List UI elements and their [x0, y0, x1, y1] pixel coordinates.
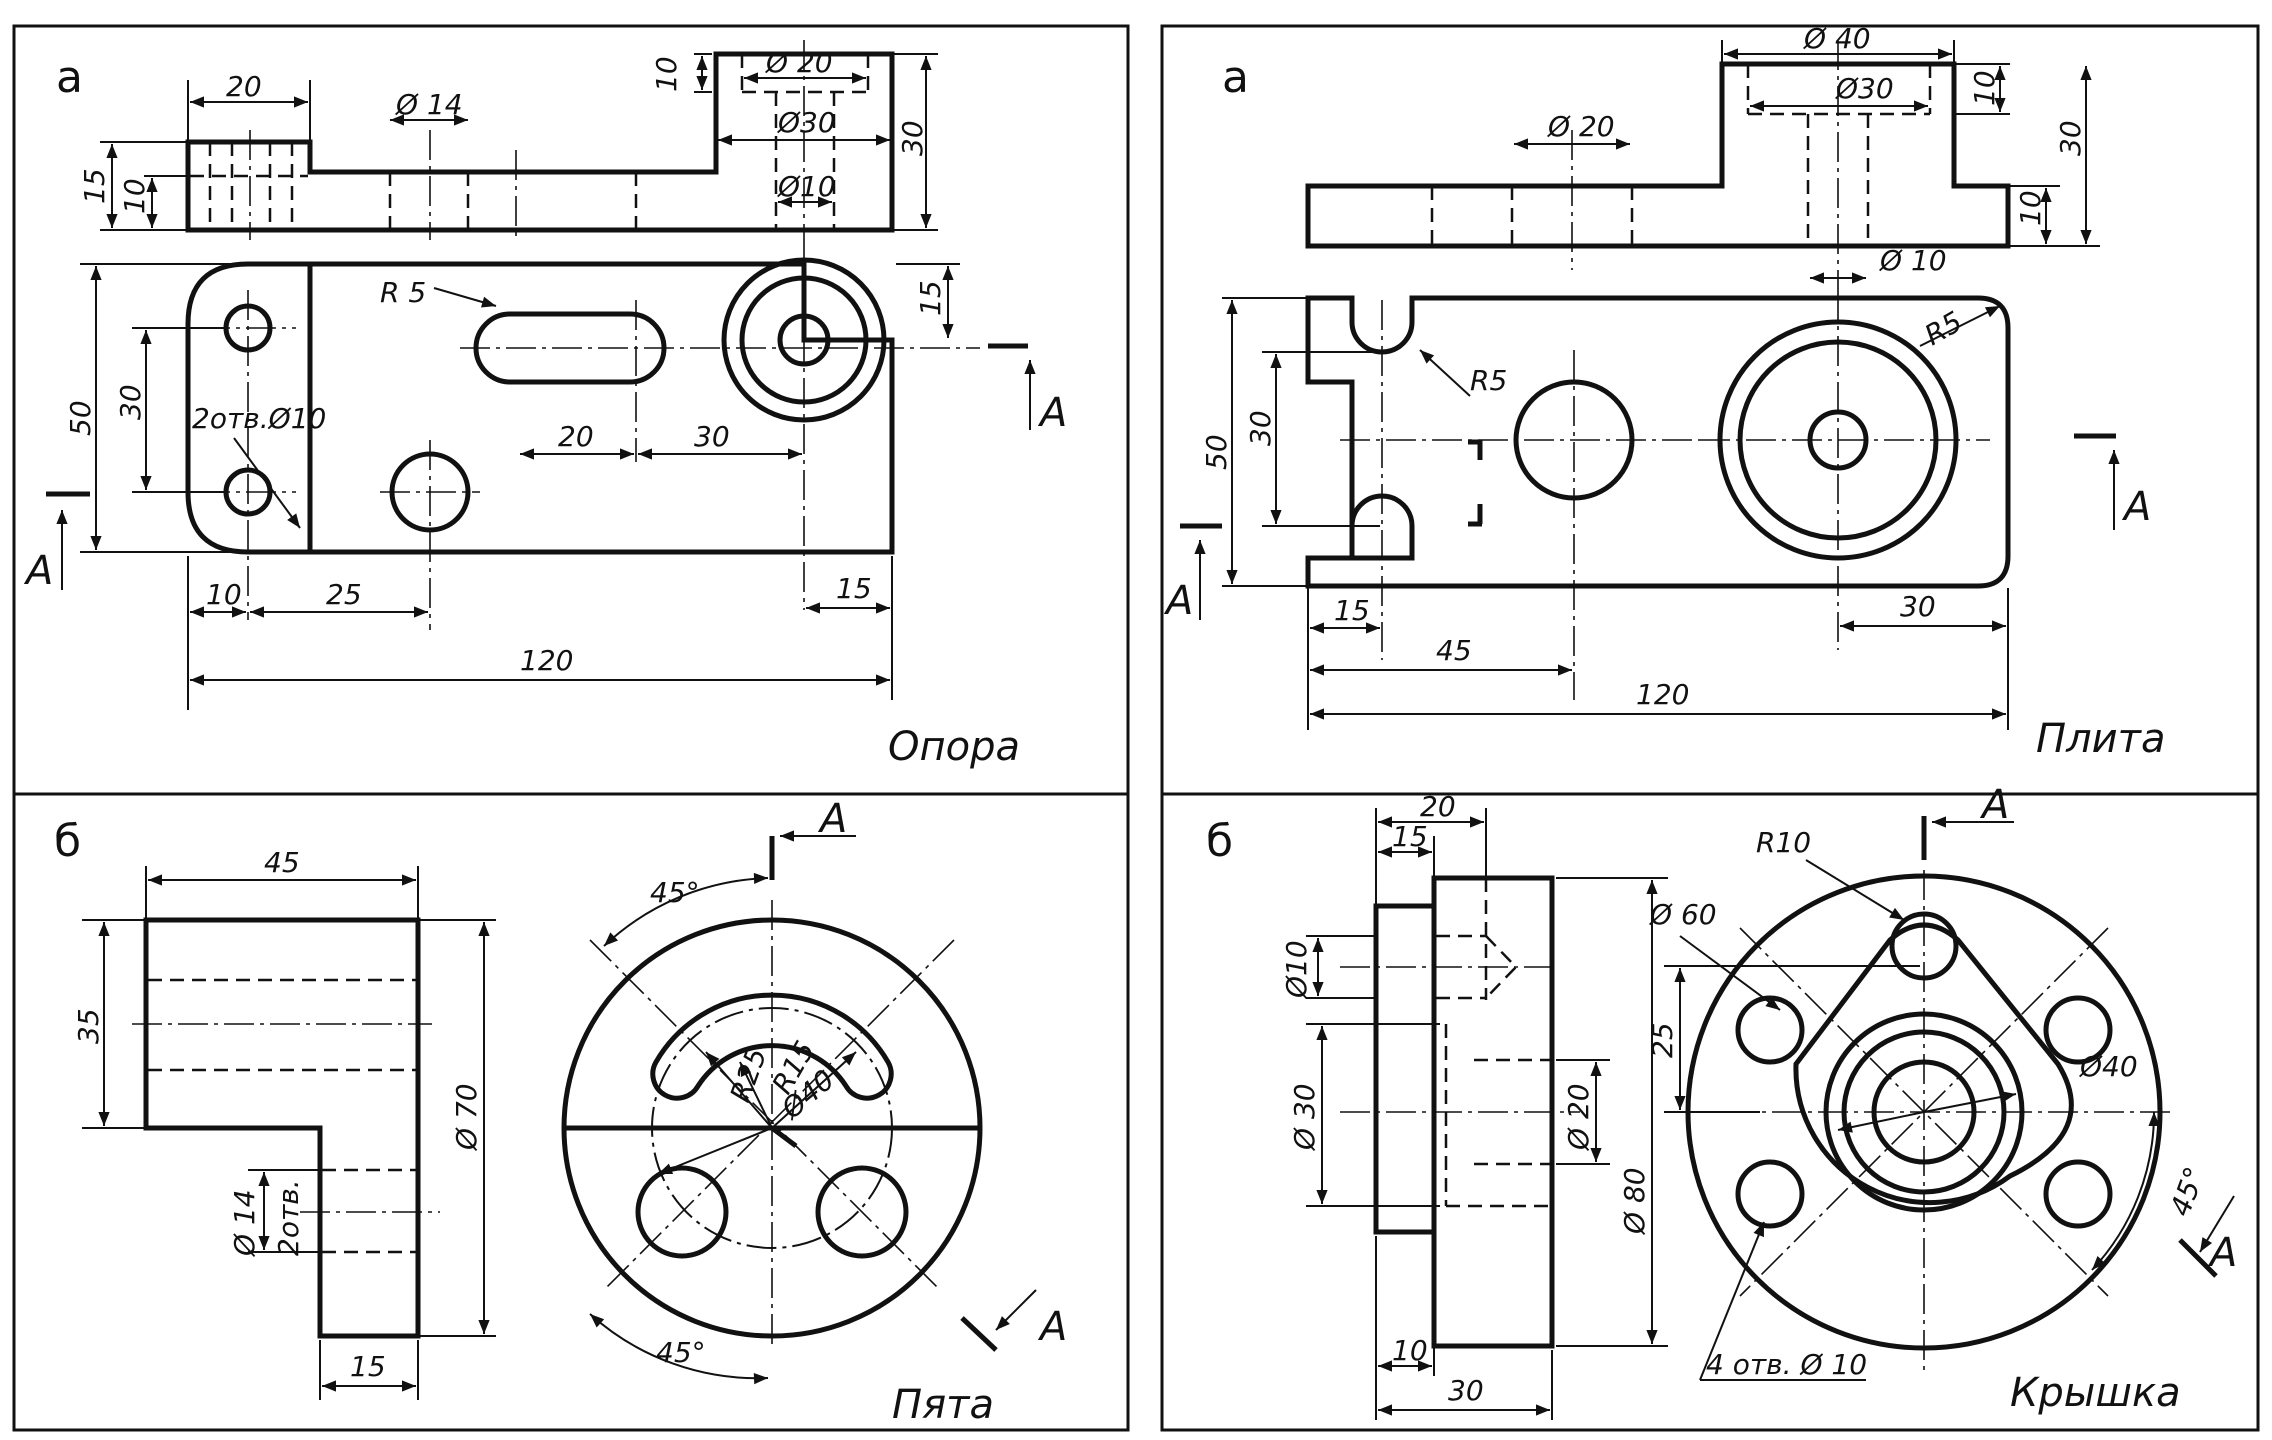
- dimension-label: 45°: [650, 876, 700, 909]
- panel-frame-bottom-left: [12, 792, 1130, 1432]
- dimension-label: 15: [1334, 594, 1370, 627]
- front-view-outline: [1305, 61, 2011, 249]
- dimension-label: Ø30: [1835, 72, 1894, 105]
- dimension-label: Ø10: [777, 170, 836, 203]
- arc-slot: [650, 992, 894, 1101]
- panel-plita: а Плита A A: [1163, 22, 2165, 762]
- dimension-label: 35: [72, 1008, 105, 1044]
- part-title: Опора: [888, 724, 1020, 770]
- dimension-label: 15: [1392, 820, 1428, 853]
- section-mark: [960, 1316, 998, 1352]
- dimension-label: 10: [2014, 190, 2047, 226]
- panel-opora: а Опора: [23, 40, 1067, 770]
- dimension-label: 30: [896, 120, 929, 156]
- dimension-label: 15: [914, 280, 947, 316]
- dimension-label: 30: [694, 420, 730, 453]
- dimension-label: 30: [2054, 120, 2087, 156]
- dimension-label: 15: [78, 168, 111, 204]
- front-view-outline: [1373, 875, 1555, 1349]
- dimension-label: 45°: [2164, 1162, 2212, 1220]
- dimension-label: Ø30: [777, 106, 836, 139]
- dimension-label: 15: [350, 1350, 386, 1383]
- dimension-label: Ø 14: [228, 1189, 261, 1257]
- part-title: Крышка: [2010, 1370, 2181, 1416]
- dimension-label: Ø 20: [1562, 1083, 1595, 1151]
- part-title: Пята: [892, 1382, 994, 1428]
- section-label: A: [1037, 390, 1067, 436]
- dimension-label: 2отв.Ø10: [192, 402, 326, 435]
- dimension-label: 10: [650, 56, 683, 92]
- panel-letter: а: [1222, 52, 1249, 103]
- dimension-label: R25: [724, 1043, 774, 1106]
- dimension-label: 120: [1636, 678, 1689, 711]
- section-label: A: [1163, 578, 1193, 624]
- dimension-label: Ø10: [1280, 940, 1313, 999]
- dimension-label: 30: [1900, 590, 1936, 623]
- dimension-label: 2отв.: [272, 1179, 305, 1256]
- section-label: A: [1037, 1304, 1067, 1350]
- dimension-label: 50: [64, 400, 97, 436]
- panel-kryshka: б Крышка A: [1206, 782, 2237, 1420]
- dimension-label: Ø 80: [1618, 1167, 1651, 1235]
- dimension-label: Ø 20: [765, 46, 833, 79]
- panel-pyata: б Пята A A 45: [54, 796, 1067, 1428]
- section-label: A: [2121, 484, 2151, 530]
- dimension-label: Ø 60: [1649, 898, 1717, 931]
- dimension-label: 30: [114, 384, 147, 420]
- panel-letter: а: [56, 52, 83, 103]
- dimension-label: 20: [558, 420, 594, 453]
- section-label: A: [817, 796, 847, 842]
- panel-letter: б: [1206, 816, 1233, 867]
- dimension-label: 10: [1968, 70, 2001, 106]
- dimension-label: 10: [118, 178, 151, 214]
- dimension-label: 4 отв. Ø 10: [1706, 1348, 1867, 1381]
- dimension-label: R5: [1470, 364, 1507, 397]
- dimension-label: Ø 30: [1288, 1083, 1321, 1151]
- dimension-label: R5: [1919, 305, 1968, 352]
- dimension-label: 15: [836, 572, 872, 605]
- dimension-label: R 5: [380, 276, 426, 309]
- dimension-label: 10: [1392, 1334, 1428, 1367]
- section-mark: [2178, 1238, 2218, 1278]
- dimension-label: 25: [326, 578, 362, 611]
- dimension-label: Ø 10: [1879, 244, 1947, 277]
- section-label: A: [1979, 782, 2009, 828]
- dimension-label: 45°: [656, 1336, 706, 1369]
- panel-frame-top-right: [1160, 24, 2260, 796]
- dimension-label: Ø 20: [1547, 110, 1615, 143]
- dimension-label: 30: [1244, 410, 1277, 446]
- dimension-label: Ø40: [2079, 1050, 2138, 1083]
- dimension-label: 120: [520, 644, 573, 677]
- dimension-label: 20: [1420, 790, 1456, 823]
- dimension-label: 10: [206, 578, 242, 611]
- front-view-outline: [185, 51, 895, 233]
- front-view-outline: [143, 917, 421, 1339]
- section-label: A: [2207, 1230, 2237, 1276]
- dimension-label: Ø 14: [395, 88, 463, 121]
- dimension-label: 30: [1448, 1374, 1484, 1407]
- panel-letter: б: [54, 816, 81, 867]
- dimension-label: 45: [264, 846, 300, 879]
- section-label: A: [23, 548, 53, 594]
- part-title: Плита: [2036, 716, 2165, 762]
- dimension-label: 50: [1200, 434, 1233, 470]
- dimension-label: 20: [226, 70, 262, 103]
- plan-view-outline: [185, 261, 895, 555]
- dimension-label: 25: [1646, 1022, 1679, 1058]
- dimension-label: Ø 70: [450, 1083, 483, 1151]
- panel-frame-bottom-right: [1160, 792, 2260, 1432]
- dimension-label: R10: [1756, 826, 1811, 859]
- dimension-label: Ø 40: [1803, 22, 1871, 55]
- dimension-label: 45: [1436, 634, 1472, 667]
